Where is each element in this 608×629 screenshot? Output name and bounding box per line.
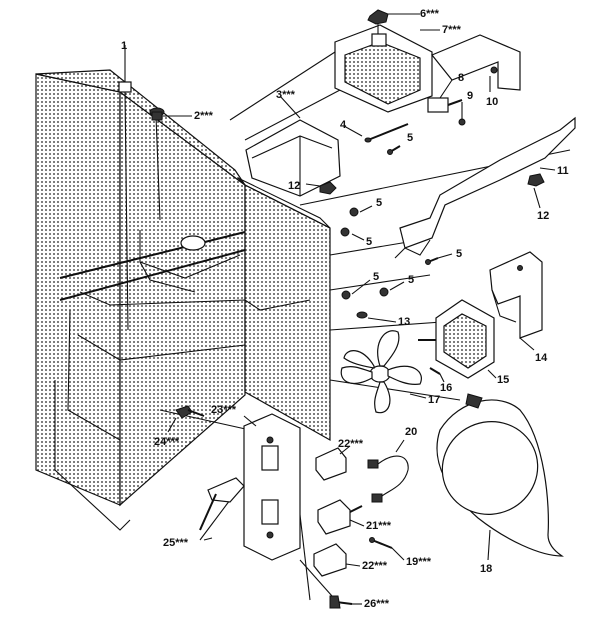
label-part-24: 24*** <box>154 436 180 448</box>
label-part-9: 9 <box>467 90 474 102</box>
cabinet-back-panel <box>35 69 246 507</box>
part-24-latch <box>175 405 205 419</box>
label-part-11: 11 <box>557 165 569 177</box>
part-11-rail <box>394 116 576 259</box>
part-15-fan-motor <box>418 299 495 379</box>
part-18-fan-shroud <box>436 393 564 557</box>
part-7-magnetron <box>334 9 433 113</box>
label-part-4: 4 <box>340 119 347 131</box>
part-20-wire-harness <box>367 455 409 503</box>
part-8-thermal-cutout <box>427 97 466 126</box>
label-part-22-upper: 22*** <box>338 438 364 450</box>
label-part-26: 26*** <box>364 598 390 610</box>
part-16-clip <box>429 367 441 375</box>
label-part-5-c: 5 <box>366 236 373 248</box>
label-part-2: 2*** <box>194 110 213 122</box>
label-part-13: 13 <box>398 316 411 328</box>
part-2-grommet <box>149 107 165 121</box>
part-17-fan-blade <box>340 330 422 414</box>
part-25-lever <box>199 477 245 531</box>
screws-12 <box>319 173 545 195</box>
label-part-6: 6*** <box>420 8 439 20</box>
label-part-17: 17 <box>428 394 441 406</box>
label-part-5-d: 5 <box>456 248 463 260</box>
label-part-3: 3*** <box>276 89 295 101</box>
label-part-7: 7*** <box>442 24 461 36</box>
part-10-bracket <box>431 34 521 91</box>
label-part-8: 8 <box>458 72 465 84</box>
part-14-motor-bracket <box>489 251 543 339</box>
label-part-25: 25*** <box>163 537 189 549</box>
label-part-23: 23*** <box>211 404 237 416</box>
label-part-18: 18 <box>480 563 493 575</box>
screws-5 <box>340 145 439 300</box>
label-part-15: 15 <box>497 374 510 386</box>
part-22-switch-upper <box>315 447 347 481</box>
label-part-5-e: 5 <box>373 271 380 283</box>
label-part-20: 20 <box>405 426 418 438</box>
part-4-pin <box>364 123 409 143</box>
part-19-screw <box>369 537 393 549</box>
label-part-5-f: 5 <box>408 274 415 286</box>
label-part-22-lower: 22*** <box>362 560 388 572</box>
part-26-screw <box>329 595 353 609</box>
part-21-switch <box>317 499 363 535</box>
part-3-waveguide-cover <box>245 119 341 197</box>
label-part-10: 10 <box>486 96 499 108</box>
label-part-5-a: 5 <box>407 132 414 144</box>
part-13-washer <box>356 311 368 319</box>
label-part-5-b: 5 <box>376 197 383 209</box>
label-part-21: 21*** <box>366 520 392 532</box>
label-part-1: 1 <box>121 40 128 52</box>
part-23-latch-board <box>243 413 301 561</box>
label-part-19: 19*** <box>406 556 432 568</box>
cavity-front-frame <box>54 92 331 531</box>
part-22-switch-lower <box>313 543 347 577</box>
label-part-12-b: 12 <box>537 210 550 222</box>
label-leaders <box>162 13 556 605</box>
label-part-14: 14 <box>535 352 548 364</box>
label-part-16: 16 <box>440 382 453 394</box>
label-part-12-a: 12 <box>288 180 301 192</box>
